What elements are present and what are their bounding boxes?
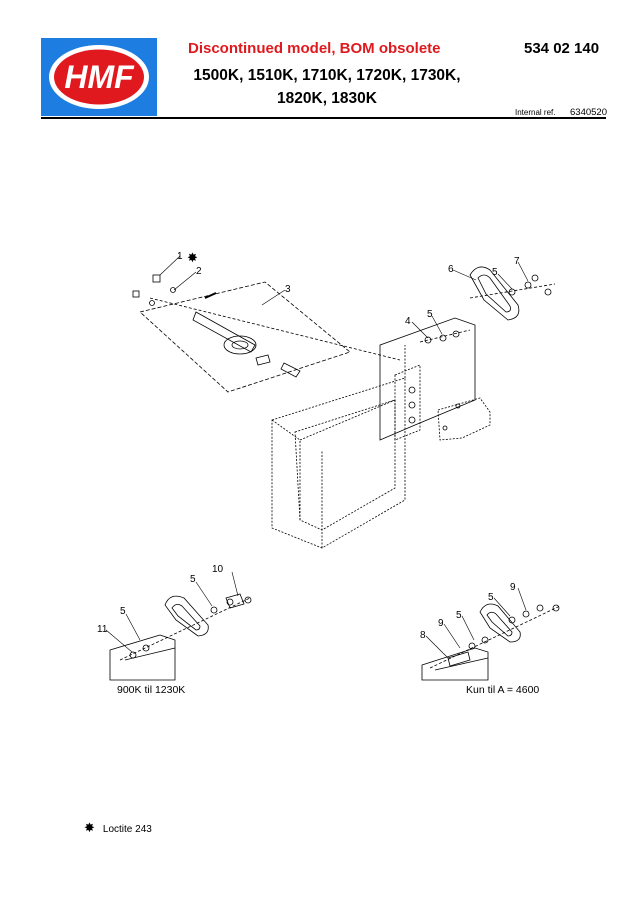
legend: ✸ Loctite 243 xyxy=(84,820,152,836)
internal-ref-value: 6340520 xyxy=(570,107,607,118)
callout-5-f: 5 xyxy=(456,610,462,621)
legend-text: Loctite 243 xyxy=(102,824,152,835)
variant-right-drawing xyxy=(421,603,561,681)
callout-2: 2 xyxy=(196,266,202,277)
callout-7: 7 xyxy=(514,256,520,267)
callout-4: 4 xyxy=(405,316,411,327)
callout-10: 10 xyxy=(212,564,224,575)
model-list-line-1: 1500K, 1510K, 1710K, 1720K, 1730K, xyxy=(193,67,461,84)
pin-assembly xyxy=(132,274,401,393)
fasteners-mid xyxy=(419,329,471,344)
internal-ref-label: Internal ref. xyxy=(515,108,556,117)
document-number: 534 02 140 xyxy=(524,40,600,57)
caption-left-variant: 900K til 1230K xyxy=(117,684,186,696)
header-rule xyxy=(41,117,606,119)
callout-11: 11 xyxy=(97,624,108,635)
logo-text: HMF xyxy=(64,59,135,95)
handle-upper xyxy=(469,266,556,321)
callout-5-e: 5 xyxy=(488,592,494,603)
callout-5-c: 5 xyxy=(190,574,196,585)
caption-right-variant: Kun til A = 4600 xyxy=(466,684,540,696)
callout-6: 6 xyxy=(448,264,454,275)
callout-3: 3 xyxy=(285,284,291,295)
callout-5-d: 5 xyxy=(120,606,126,617)
model-list: 1500K, 1510K, 1710K, 1720K, 1730K, 1820K… xyxy=(162,64,492,110)
model-list-line-2: 1820K, 1830K xyxy=(277,90,377,107)
callout-5-b: 5 xyxy=(492,267,498,278)
variant-left-drawing xyxy=(109,593,252,681)
leader-lines xyxy=(105,255,529,659)
callout-1: 1 xyxy=(177,251,183,262)
hmf-logo: HMF xyxy=(41,38,157,116)
loctite-star-icon: ✸ xyxy=(187,251,198,266)
bracket-plate xyxy=(379,317,491,441)
status-title: Discontinued model, BOM obsolete xyxy=(188,40,441,57)
callout-9-a: 9 xyxy=(510,582,516,593)
callout-5-a: 5 xyxy=(427,309,433,320)
callout-8: 8 xyxy=(420,630,426,641)
frame-box xyxy=(271,345,406,549)
star-icon: ✸ xyxy=(84,820,95,835)
callout-9-b: 9 xyxy=(438,618,444,629)
